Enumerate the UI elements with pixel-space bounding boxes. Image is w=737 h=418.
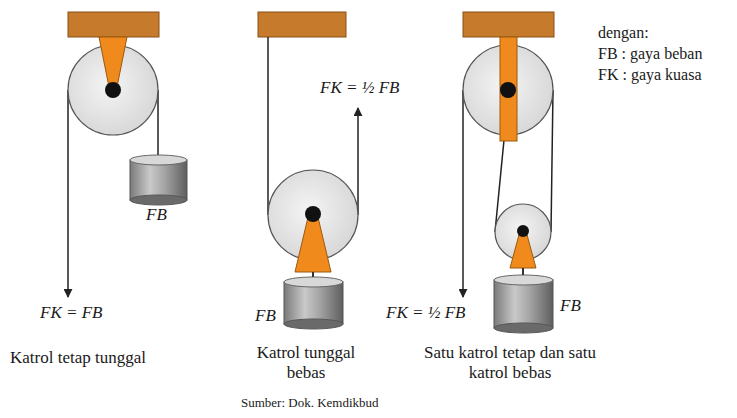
legend-entry: FB : gaya beban	[598, 45, 702, 63]
legend-heading: dengan:	[598, 24, 649, 42]
pulley-caption: Katrol tetap tunggal	[10, 348, 146, 368]
load-weight	[494, 268, 553, 333]
force-equation: FK = FB	[40, 303, 102, 323]
force-equation: FK = ½ FB	[320, 78, 399, 98]
pulley-system	[463, 37, 553, 297]
force-equation: FK = ½ FB	[386, 303, 465, 323]
movable-pulley	[268, 37, 358, 272]
legend-entry: FK : gaya kuasa	[598, 66, 702, 84]
load-symbol: FB	[146, 205, 167, 225]
pulley-caption: Satu katrol tetap dan satu katrol bebas	[410, 343, 610, 382]
load-weight	[130, 155, 187, 205]
load-weight	[284, 272, 343, 329]
source-caption: Sumber: Dok. Kemdikbud	[241, 396, 379, 411]
pulley-caption: Katrol tunggal bebas	[250, 343, 362, 382]
load-symbol: FB	[560, 296, 581, 316]
load-symbol: FB	[255, 306, 276, 326]
ceiling-beam	[68, 12, 554, 37]
